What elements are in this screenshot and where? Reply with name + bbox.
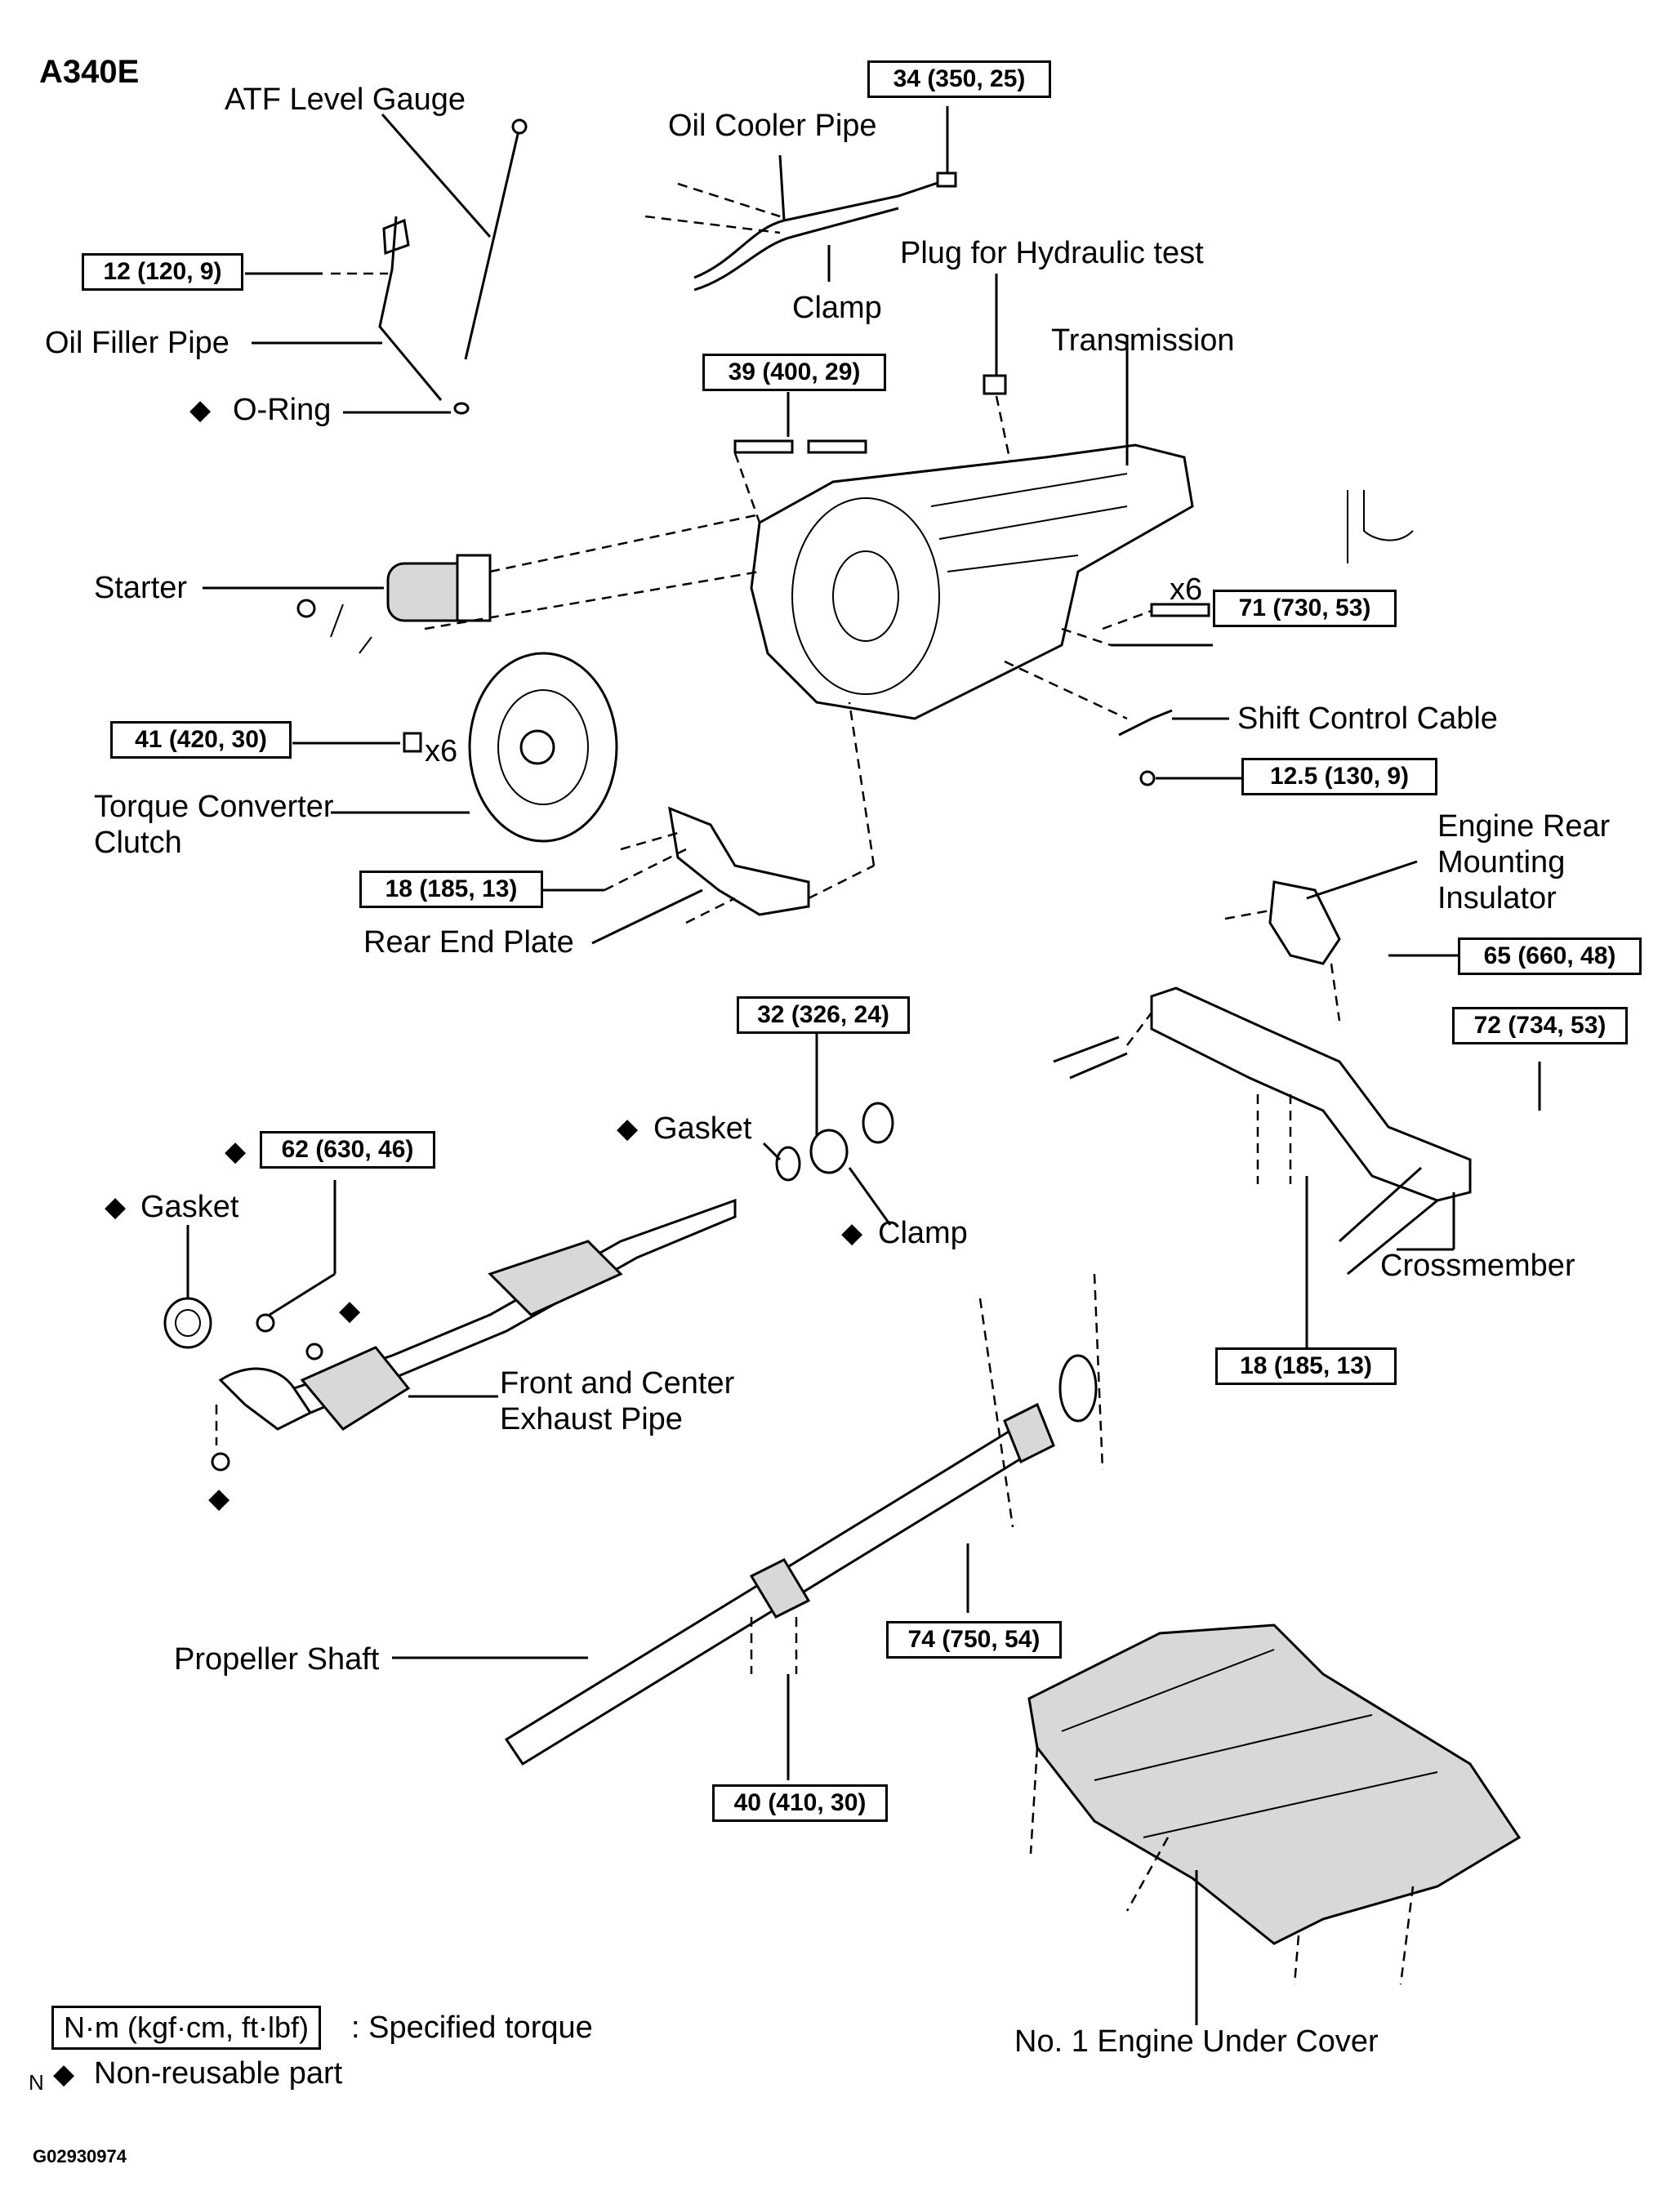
label-shift-control-cable: Shift Control Cable (1237, 701, 1498, 736)
label-o-ring: O-Ring (233, 393, 332, 427)
legend-n-mark: N (29, 2070, 44, 2095)
torque-box-40: 40 (410, 30) (712, 1784, 888, 1822)
torque-box-12-5: 12.5 (130, 9) (1241, 758, 1437, 795)
label-oil-cooler-pipe: Oil Cooler Pipe (668, 109, 877, 143)
crossmember-drawing (1053, 986, 1541, 1347)
label-transmission: Transmission (1051, 323, 1235, 358)
rear-end-plate-drawing (543, 701, 876, 945)
torque-box-72: 72 (734, 53) (1452, 1007, 1628, 1044)
torque-converter-drawing (292, 652, 618, 843)
label-clamp-top: Clamp (792, 291, 882, 325)
label-plug-hydraulic-test: Plug for Hydraulic test (900, 236, 1204, 270)
label-gasket-left: Gasket (140, 1190, 239, 1224)
starter-drawing (203, 513, 760, 654)
diamond-nut-lower: ◆ (208, 1483, 230, 1514)
label-x6-upper: x6 (1170, 572, 1203, 607)
exhaust-pipe-drawing (163, 1180, 737, 1472)
torque-box-62: 62 (630, 46) (260, 1131, 435, 1169)
torque-box-18-plate: 18 (185, 13) (359, 871, 543, 908)
diamond-clamp-center: ◆ (841, 1218, 863, 1249)
atf-level-gauge-drawing (381, 114, 528, 360)
diamond-o-ring: ◆ (189, 394, 212, 425)
label-starter: Starter (94, 571, 188, 605)
figure-id: G02930974 (33, 2146, 127, 2167)
torque-box-74: 74 (750, 54) (886, 1621, 1062, 1659)
torque-box-39: 39 (400, 29) (702, 354, 886, 391)
legend-non-reusable: Non-reusable part (94, 2056, 343, 2091)
label-no1-engine-under-cover: No. 1 Engine Under Cover (1014, 2024, 1379, 2059)
model-title: A340E (39, 54, 140, 90)
label-front-center-exhaust-pipe: Front and Center Exhaust Pipe (500, 1366, 735, 1436)
engine-under-cover-drawing (1027, 1623, 1522, 2025)
label-clamp-center: Clamp (878, 1216, 968, 1250)
torque-box-32: 32 (326, 24) (737, 996, 910, 1034)
transmission-drawing (750, 335, 1194, 720)
legend-diamond: ◆ (53, 2059, 75, 2090)
legend-torque-desc: : Specified torque (351, 2011, 593, 2045)
torque-box-12: 12 (120, 9) (82, 253, 243, 291)
torque-box-34: 34 (350, 25) (867, 60, 1051, 98)
label-oil-filler-pipe: Oil Filler Pipe (45, 326, 229, 360)
label-crossmember: Crossmember (1380, 1249, 1575, 1283)
center-clamp-drawing (762, 1021, 894, 1226)
label-rear-end-plate: Rear End Plate (363, 925, 574, 960)
torque-box-65: 65 (660, 48) (1458, 937, 1642, 975)
engine-rear-mount-drawing (1224, 860, 1458, 1022)
torque-box-18-cross: 18 (185, 13) (1215, 1347, 1397, 1385)
diamond-62: ◆ (225, 1136, 247, 1167)
label-engine-rear-mounting-insulator: Engine Rear Mounting Insulator (1437, 809, 1611, 915)
label-x6-lower: x6 (425, 734, 458, 768)
diamond-gasket-left: ◆ (105, 1191, 127, 1222)
oil-filler-pipe-drawing (245, 216, 470, 415)
diamond-nut-upper: ◆ (339, 1295, 361, 1326)
oil-cooler-pipe-drawing (644, 106, 957, 292)
label-propeller-shaft: Propeller Shaft (174, 1642, 380, 1677)
torque-box-71: 71 (730, 53) (1213, 590, 1397, 627)
legend-torque-unit-box: N·m (kgf·cm, ft·lbf) (51, 2006, 321, 2050)
propeller-shaft-drawing (392, 1273, 1104, 1780)
torque-box-41: 41 (420, 30) (110, 721, 292, 759)
label-gasket-center: Gasket (653, 1111, 752, 1146)
label-atf-level-gauge: ATF Level Gauge (225, 82, 466, 117)
diamond-gasket-center: ◆ (617, 1113, 639, 1144)
label-torque-converter-clutch: Torque Converter Clutch (94, 790, 334, 860)
